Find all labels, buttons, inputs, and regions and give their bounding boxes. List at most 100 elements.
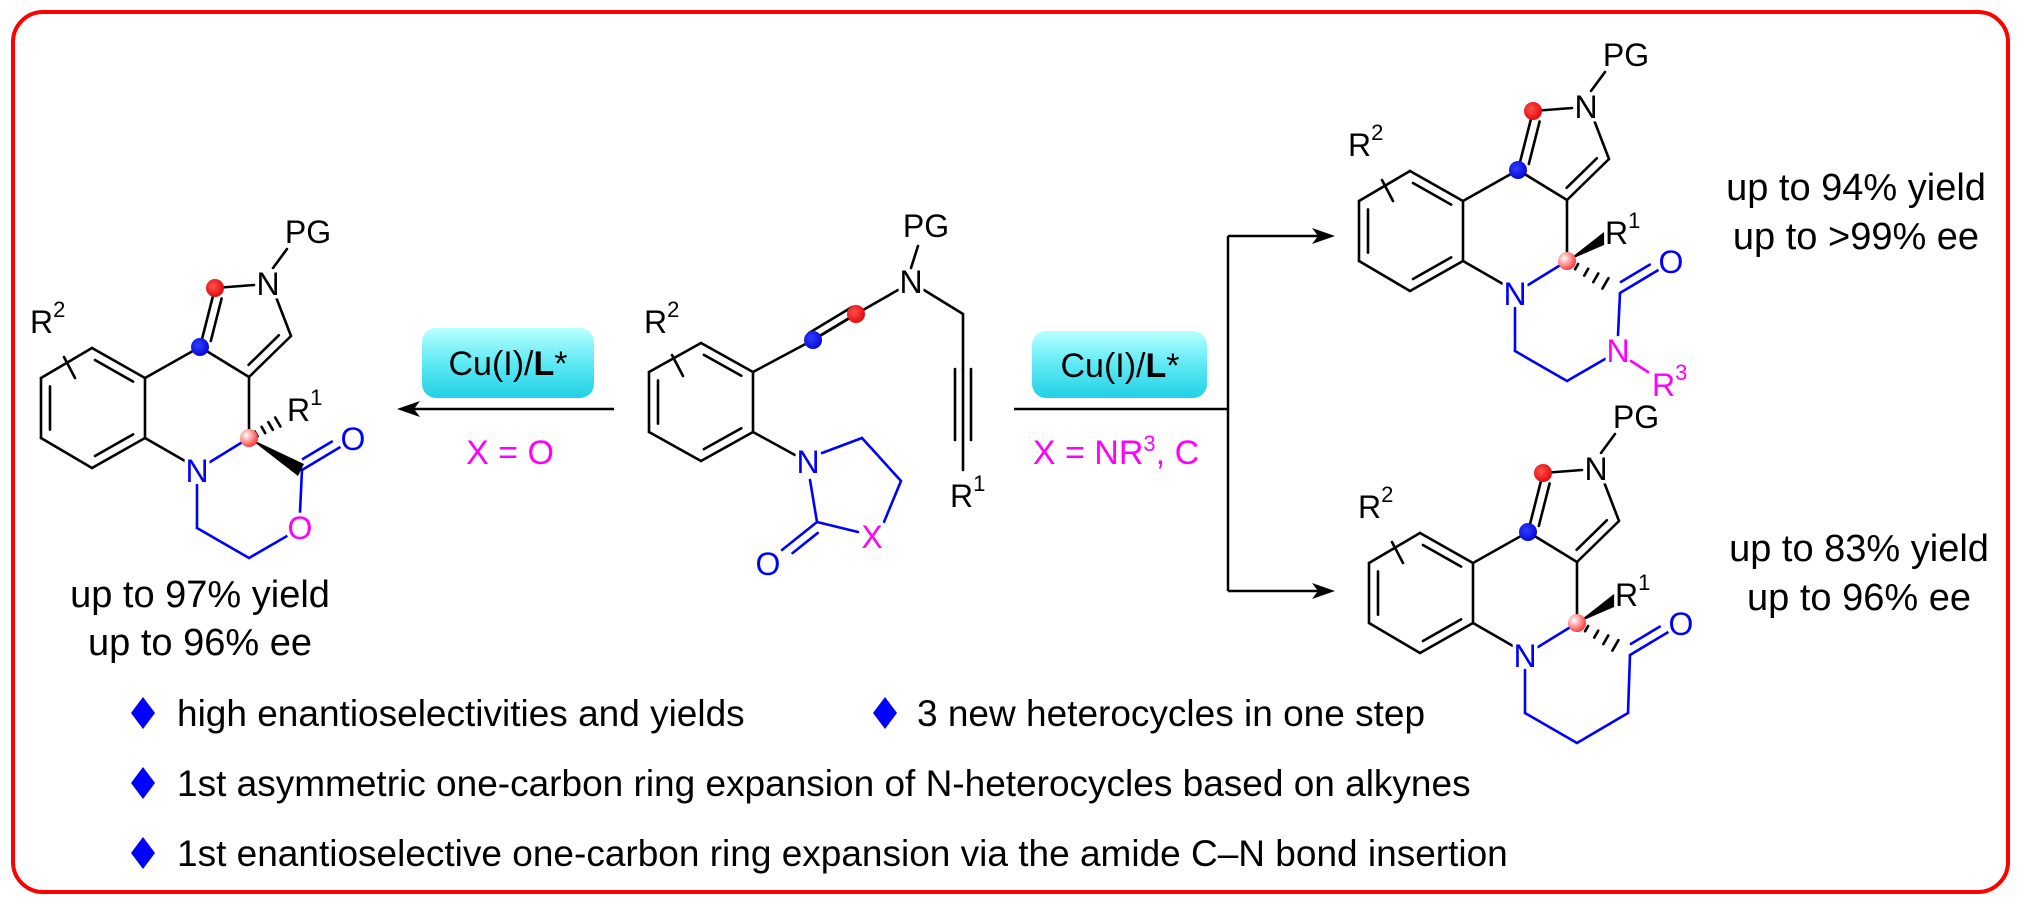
bond xyxy=(1380,178,1395,203)
svg-text:Cu(I)/L*: Cu(I)/L* xyxy=(1060,347,1179,385)
ring-nitrogen: N xyxy=(796,444,819,480)
pyrrole-nitrogen: N xyxy=(1584,451,1607,487)
double-bond-line xyxy=(807,305,854,335)
wedge-bond xyxy=(1577,594,1621,623)
catalyst-box-left: Cu(I)/L* xyxy=(422,328,594,398)
carbonyl-oxygen: O xyxy=(1659,244,1684,280)
bond xyxy=(699,430,755,463)
diamond-bullet-icon xyxy=(131,837,155,869)
bond xyxy=(247,334,293,379)
stereocenter-marker xyxy=(1568,614,1586,632)
r1-substituent-sup: 1 xyxy=(973,471,985,496)
pyrrole-nitrogen: N xyxy=(1574,89,1597,125)
double-bond-line xyxy=(1565,156,1599,190)
r1-substituent-base: R xyxy=(287,392,310,428)
left-conditions: X = O xyxy=(466,434,554,472)
svg-text:Cu(I)/L*: Cu(I)/L* xyxy=(448,345,567,383)
bond xyxy=(90,346,147,380)
blue-atom-marker xyxy=(1509,161,1527,179)
bond xyxy=(647,341,703,374)
highlight-item: 1st asymmetric one-carbon ring expansion… xyxy=(177,763,1471,804)
ligand-mark: * xyxy=(1166,347,1179,385)
ring-nitrogen-r3-base: N xyxy=(1606,333,1629,369)
ring-nitrogen: N xyxy=(1513,638,1536,674)
protecting-group: PG xyxy=(1613,399,1659,435)
hash-bond xyxy=(1601,634,1610,646)
bond xyxy=(1565,157,1611,202)
bond xyxy=(699,341,755,374)
hash-bond xyxy=(260,425,267,435)
r2-substituent-sup: 2 xyxy=(1381,482,1393,507)
carbonyl-oxygen: O xyxy=(341,421,366,457)
bond xyxy=(1516,109,1535,172)
double-bond-line xyxy=(702,426,743,451)
blue-atom-marker xyxy=(191,338,209,356)
bond xyxy=(780,520,819,552)
bond xyxy=(247,534,289,560)
r2-substituent: R2 xyxy=(1358,482,1393,526)
r2-substituent: R2 xyxy=(644,297,679,341)
r2-substituent: R2 xyxy=(30,297,65,341)
bond xyxy=(198,345,251,379)
bond xyxy=(90,436,147,470)
wedge-bond xyxy=(1567,232,1611,261)
ring-nitrogen-r3: N xyxy=(1606,333,1629,369)
double-bond-line xyxy=(93,433,135,458)
r1-substituent-base: R xyxy=(1615,577,1638,613)
bond xyxy=(1618,267,1662,295)
hash-bond xyxy=(1611,638,1620,652)
bond xyxy=(1408,259,1465,293)
protecting-group-base: PG xyxy=(1603,37,1649,73)
r2-substituent-base: R xyxy=(1358,489,1381,525)
ligand-text: L xyxy=(533,345,554,383)
r1-substituent-sup: 1 xyxy=(1638,570,1650,595)
bond xyxy=(300,444,344,472)
bond xyxy=(298,468,304,514)
left-reaction-arrow xyxy=(397,401,614,417)
bond xyxy=(820,436,864,455)
red-atom-marker xyxy=(206,279,224,297)
double-bond-line xyxy=(1411,181,1453,206)
bond xyxy=(274,295,293,338)
frame-border xyxy=(11,10,2010,894)
highlight-item: high enantioselectivities and yields xyxy=(177,693,745,734)
protecting-group: PG xyxy=(1603,37,1649,73)
pyrrole-nitrogen-base: N xyxy=(1574,89,1597,125)
r2-substituent-base: R xyxy=(30,304,53,340)
bond xyxy=(1592,118,1611,161)
carbonyl-oxygen: O xyxy=(756,546,781,582)
r1-substituent: R1 xyxy=(287,385,322,429)
double-bond-line xyxy=(301,440,334,461)
protecting-group-base: PG xyxy=(285,214,331,250)
red-atom-marker xyxy=(1524,102,1542,120)
product-2-ee: up to >99% ee xyxy=(1733,216,1979,258)
product-1-ee: up to 96% ee xyxy=(88,622,312,664)
red-atom-marker xyxy=(1534,464,1552,482)
double-bond-line xyxy=(1421,543,1463,568)
ring-nitrogen-base: N xyxy=(1503,276,1526,312)
protecting-group: PG xyxy=(903,208,949,244)
x-variable-atom-base: X xyxy=(861,519,882,555)
conditions-suffix: , C xyxy=(1156,434,1199,472)
bond xyxy=(143,436,187,463)
diamond-bullet-icon xyxy=(873,697,897,729)
r3-substituent: R3 xyxy=(1652,360,1687,404)
carbonyl-oxygen-base: O xyxy=(1659,244,1684,280)
bond xyxy=(1575,711,1630,745)
double-bond-line xyxy=(1537,482,1551,528)
bond xyxy=(1461,168,1520,203)
r2-substituent: R2 xyxy=(1348,120,1383,164)
catalyst-text: Cu(I)/ xyxy=(1060,347,1146,385)
carbonyl-oxygen-base: O xyxy=(341,421,366,457)
bond xyxy=(1575,519,1621,564)
hash-bond xyxy=(267,420,275,432)
product-2-yield: up to 94% yield xyxy=(1726,167,1986,209)
hash-bond xyxy=(273,416,282,428)
bond xyxy=(1526,530,1579,564)
bond xyxy=(1471,621,1515,648)
ring-oxygen-base: O xyxy=(288,510,313,546)
double-bond-line xyxy=(93,358,135,383)
ring-nitrogen-base: N xyxy=(796,444,819,480)
